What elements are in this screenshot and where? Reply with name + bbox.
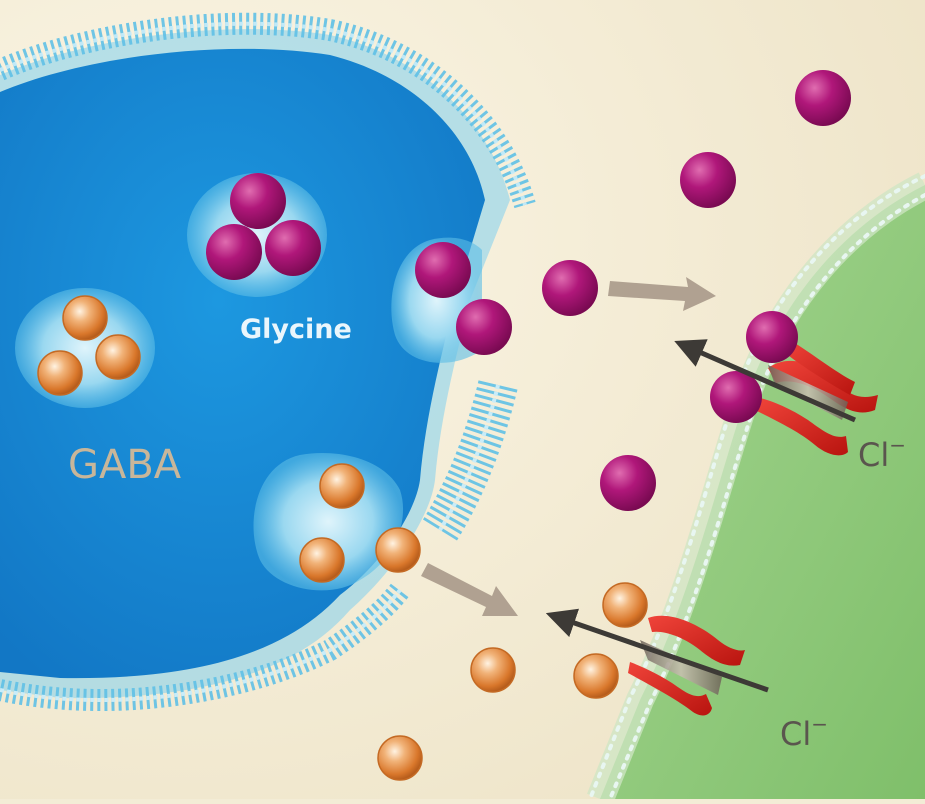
chloride-flow-arrows [545, 339, 857, 693]
gaba-molecule-icon [299, 537, 345, 583]
glycine-molecule-icon [265, 220, 321, 276]
chloride-arrow-upper [674, 339, 857, 423]
glycine-molecule-icon [415, 242, 471, 298]
chloride-arrow-lower [545, 608, 769, 693]
gaba-release-arrow [421, 563, 518, 616]
gaba-molecule-icon [62, 295, 108, 341]
glycine-label: Glycine [240, 314, 352, 345]
gaba-molecule-icon [95, 334, 141, 380]
glycine-molecule-icon [456, 299, 512, 355]
gaba-vesicle-fusing [253, 453, 404, 591]
glycine-molecule-icon [600, 455, 656, 511]
gaba-molecule-icon [377, 735, 423, 781]
gaba-molecule-icon [470, 647, 516, 693]
bound-gaba-icon [602, 582, 648, 628]
gaba-molecule-icon [375, 527, 421, 573]
glycine-molecule-icon [230, 173, 286, 229]
chloride-label-upper: Cl− [858, 433, 906, 474]
gaba-label: GABA [68, 442, 182, 488]
glycine-release-arrow [608, 277, 716, 311]
bound-glycine-icon [746, 311, 798, 363]
gaba-molecule-icon [319, 463, 365, 509]
glycine-molecules [206, 70, 851, 511]
release-arrows [421, 277, 716, 616]
glycine-molecule-icon [795, 70, 851, 126]
gaba-molecules [37, 295, 516, 781]
glycine-molecule-icon [542, 260, 598, 316]
bound-gaba-icon [573, 653, 619, 699]
glycine-molecule-icon [206, 224, 262, 280]
chloride-label-lower: Cl− [780, 712, 828, 753]
gaba-molecule-icon [37, 350, 83, 396]
bound-glycine-icon [710, 371, 762, 423]
glycine-molecule-icon [680, 152, 736, 208]
